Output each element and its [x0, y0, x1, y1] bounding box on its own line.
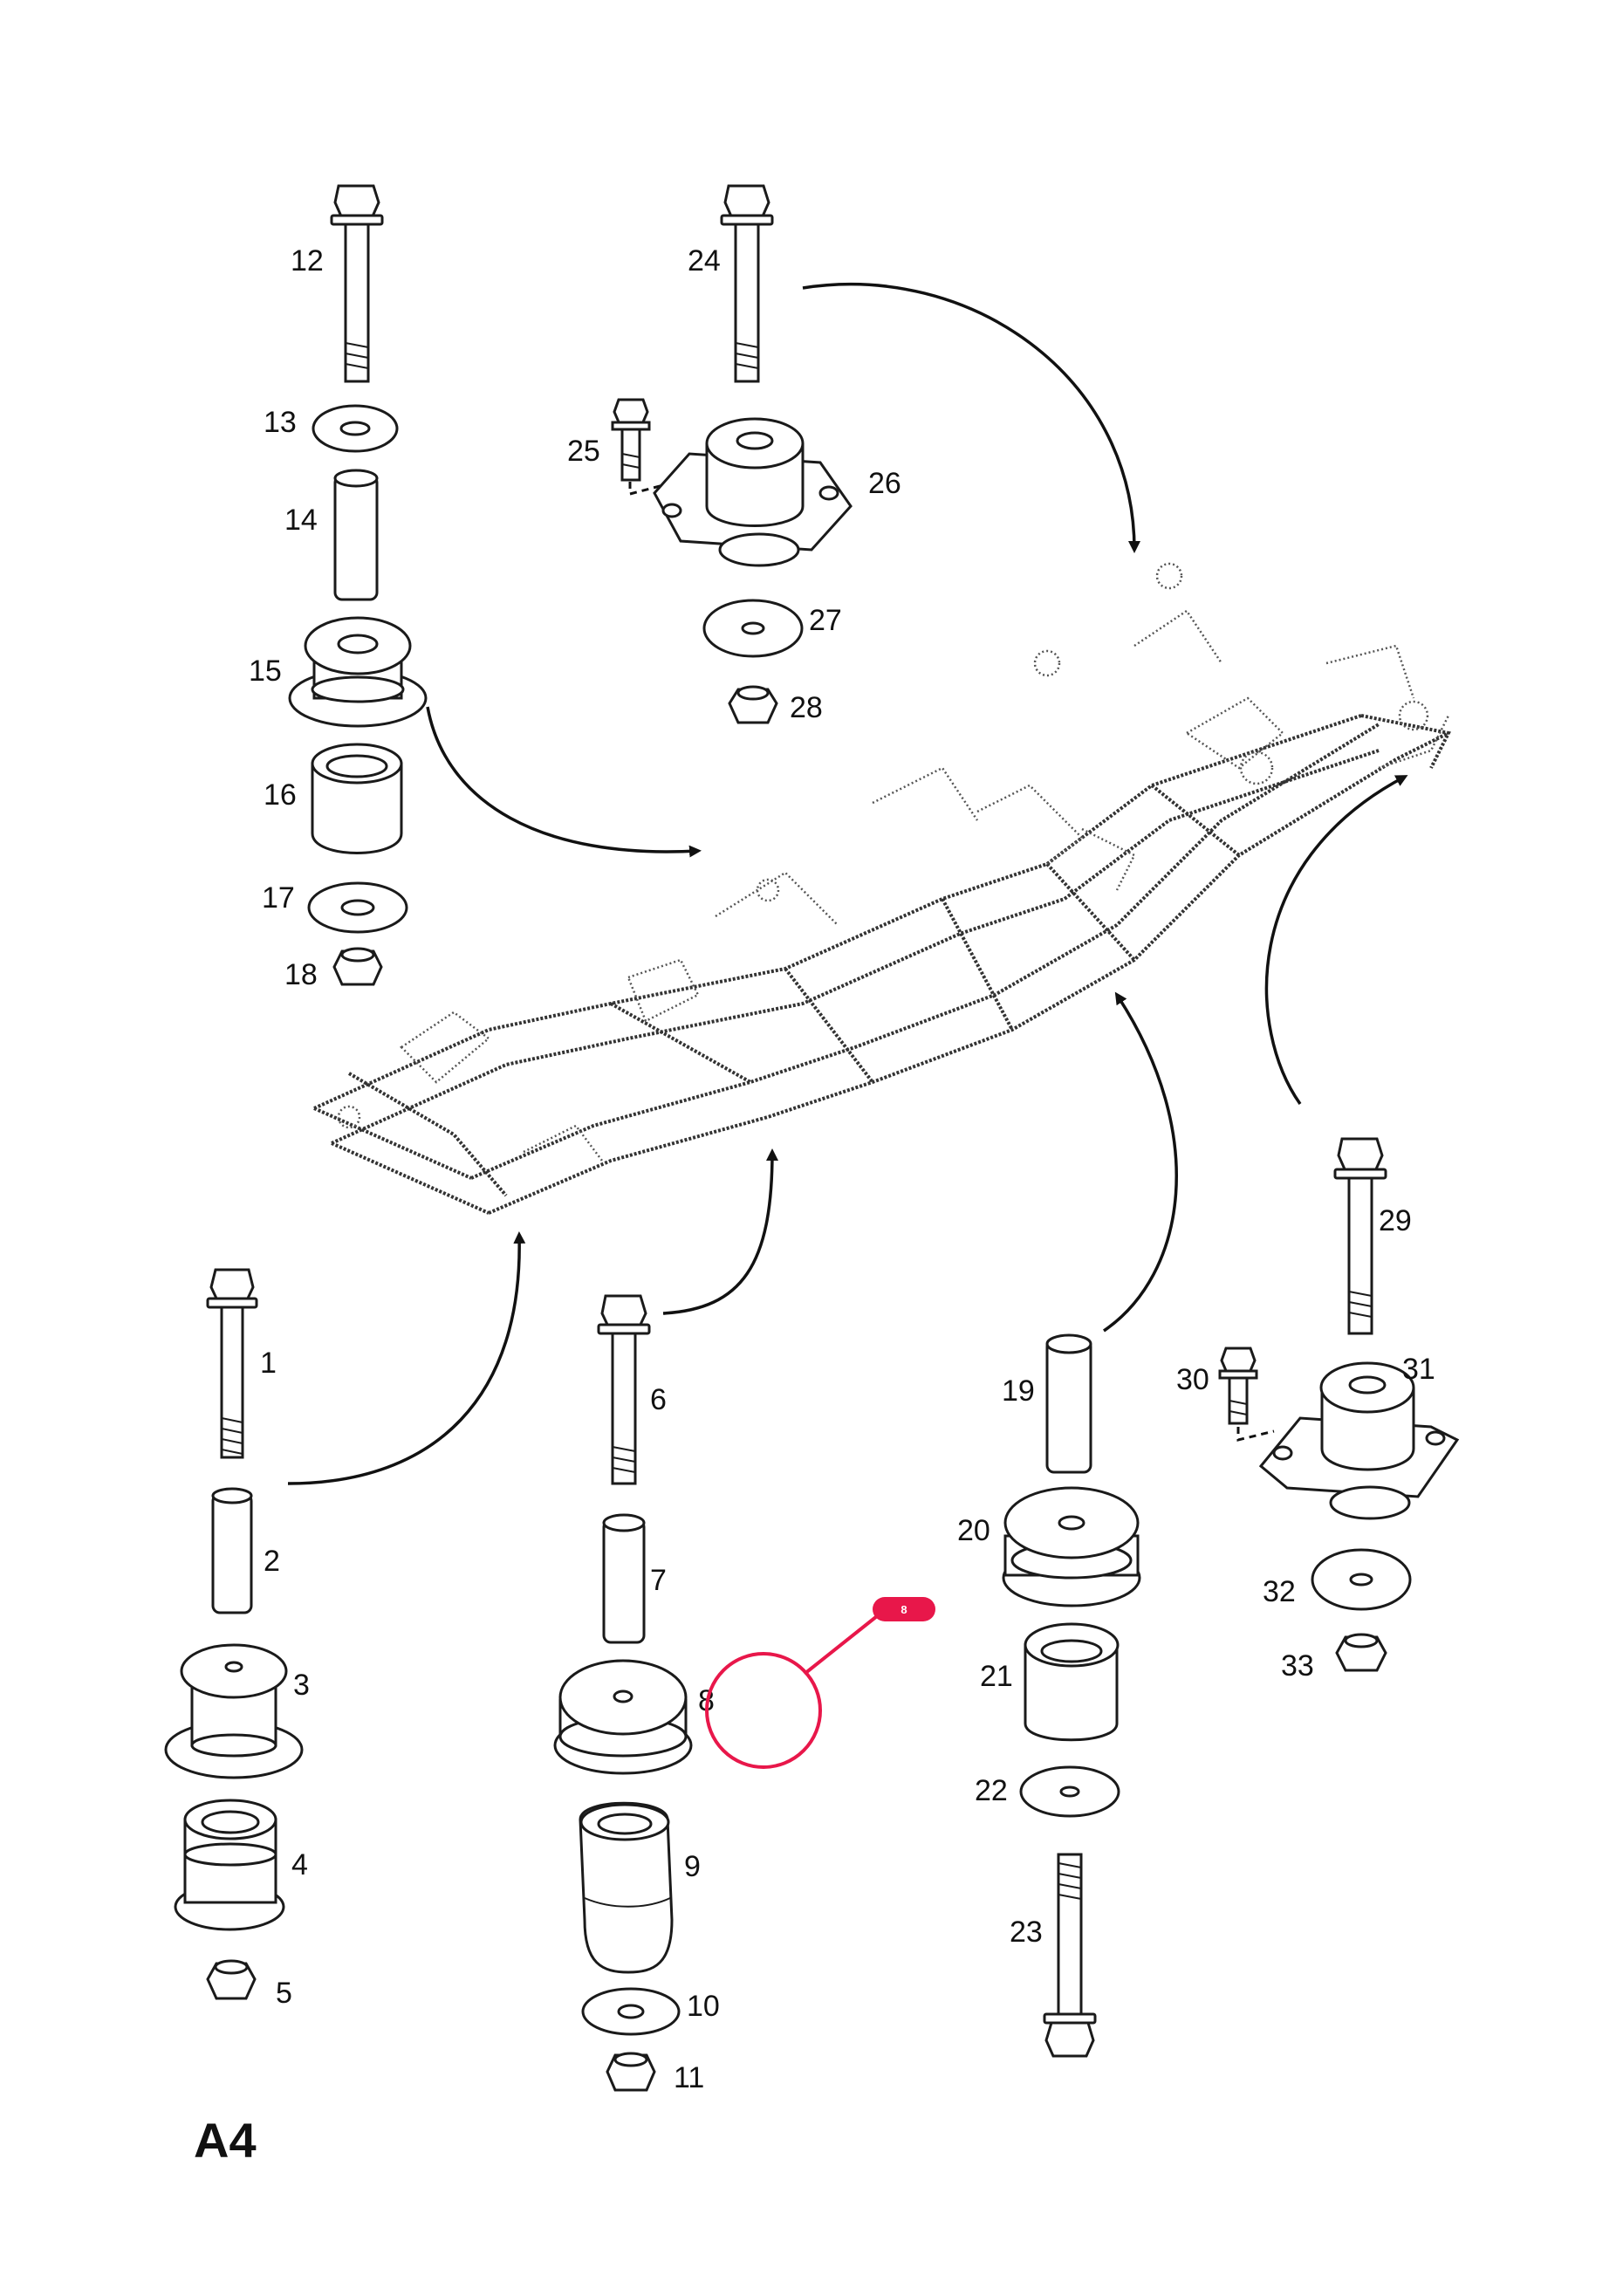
label-part-21: 21 — [980, 1660, 1013, 1693]
bolt-part-6 — [597, 1294, 651, 1485]
arrow-top-mount — [802, 283, 1140, 553]
label-part-30: 30 — [1176, 1363, 1209, 1396]
label-part-5: 5 — [276, 1977, 292, 2010]
arrow-left-mount-upper — [426, 706, 702, 858]
sleeve-part-7 — [602, 1513, 646, 1644]
washer-part-10 — [581, 1987, 681, 2036]
label-part-33: 33 — [1281, 1649, 1314, 1683]
label-part-3: 3 — [293, 1669, 310, 1702]
diagram-title: A4 — [194, 2113, 257, 2168]
label-part-14: 14 — [284, 504, 318, 537]
arrow-right-rear-mount — [1264, 775, 1408, 1106]
label-part-24: 24 — [688, 244, 721, 278]
mount-stack-24-28 — [611, 184, 853, 724]
hotspot-marker-8[interactable]: 8 — [705, 1597, 935, 1769]
mount-stack-29-33 — [1218, 1137, 1460, 1672]
nut-part-28 — [728, 685, 778, 724]
nut-part-5 — [206, 1959, 257, 2000]
lower-bush-part-16 — [311, 743, 403, 854]
label-part-25: 25 — [567, 435, 600, 468]
label-part-15: 15 — [249, 655, 282, 688]
bolt-part-23 — [1043, 1853, 1097, 2058]
label-part-10: 10 — [687, 1990, 720, 2023]
bolt-part-1 — [206, 1268, 258, 1459]
nut-part-11 — [606, 2052, 656, 2092]
sleeve-part-2 — [211, 1487, 253, 1614]
washer-part-32 — [1311, 1548, 1412, 1611]
label-part-32: 32 — [1263, 1575, 1296, 1608]
label-part-18: 18 — [284, 958, 318, 991]
label-part-7: 7 — [650, 1564, 667, 1597]
lower-bush-part-4 — [174, 1799, 285, 1931]
lower-bush-part-21 — [1024, 1622, 1120, 1742]
washer-part-22 — [1019, 1765, 1120, 1818]
bolt-part-30 — [1218, 1347, 1275, 1442]
washer-part-17 — [307, 881, 408, 934]
washer-part-13 — [312, 404, 399, 453]
nut-part-33 — [1335, 1633, 1387, 1672]
label-part-6: 6 — [650, 1383, 667, 1416]
lower-bush-part-9 — [579, 1801, 674, 1974]
sleeve-part-14 — [333, 469, 379, 601]
mount-stack-1-5 — [164, 1268, 304, 2000]
nut-part-18 — [332, 947, 383, 986]
arrow-front-center-mount — [662, 1148, 778, 1315]
label-part-9: 9 — [684, 1850, 701, 1883]
label-part-29: 29 — [1379, 1204, 1412, 1237]
sleeve-part-19 — [1045, 1333, 1092, 1474]
label-part-27: 27 — [809, 604, 842, 637]
part-number-labels: 1 2 3 4 5 6 7 8 9 10 11 12 13 14 15 16 1… — [249, 244, 1435, 2094]
mount-stack-12-18 — [288, 184, 428, 986]
label-part-20: 20 — [957, 1514, 990, 1547]
label-part-16: 16 — [264, 778, 297, 812]
upper-bush-part-3 — [164, 1643, 304, 1779]
upper-bush-part-20 — [1002, 1486, 1141, 1607]
hotspot-leader-line — [803, 1611, 883, 1676]
label-part-31: 31 — [1402, 1353, 1435, 1386]
label-part-11: 11 — [674, 2061, 704, 2094]
label-part-23: 23 — [1010, 1916, 1043, 1949]
hotspot-badge[interactable] — [873, 1597, 935, 1621]
label-part-12: 12 — [291, 244, 324, 278]
label-part-17: 17 — [262, 881, 295, 915]
label-part-4: 4 — [291, 1848, 308, 1881]
bush-part-8 — [553, 1659, 693, 1775]
label-part-26: 26 — [868, 467, 901, 500]
mount-stack-6-11 — [553, 1294, 693, 2092]
washer-part-27 — [702, 599, 804, 658]
bolt-part-25 — [611, 398, 664, 496]
hotspot-circle[interactable] — [705, 1652, 822, 1769]
label-part-28: 28 — [790, 691, 823, 724]
label-part-19: 19 — [1002, 1374, 1035, 1408]
bolt-part-24 — [720, 184, 774, 383]
mounting-arrows — [287, 283, 1408, 1485]
label-part-13: 13 — [264, 406, 297, 439]
chassis-frame — [313, 562, 1451, 1215]
label-part-1: 1 — [260, 1347, 277, 1380]
arrow-right-lower-mount — [1103, 991, 1178, 1333]
bolt-part-12 — [330, 184, 384, 383]
upper-bush-part-15 — [288, 616, 428, 728]
arrow-front-left-mount — [287, 1231, 526, 1485]
mount-part-31 — [1258, 1361, 1460, 1520]
mount-stack-19-23 — [1002, 1333, 1141, 2058]
hotspot-badge-label: 8 — [901, 1603, 907, 1616]
bolt-part-29 — [1333, 1137, 1387, 1335]
label-part-22: 22 — [975, 1774, 1008, 1807]
label-part-2: 2 — [264, 1545, 280, 1578]
mount-part-26 — [653, 417, 853, 567]
